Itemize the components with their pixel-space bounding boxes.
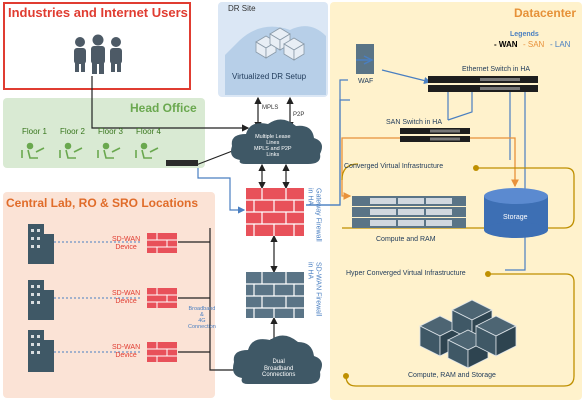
- p2p-label: P2P: [293, 112, 305, 118]
- ho-lan-line: [197, 168, 246, 214]
- legend-san: - SAN: [523, 40, 545, 49]
- lease-lines-cloud-icon: [231, 119, 322, 164]
- legend-wan: - WAN: [494, 40, 518, 49]
- lease-lines-label: Multiple Lease Lines MPLS and P2P Links: [254, 134, 292, 159]
- waf-label: WAF: [358, 78, 374, 85]
- industries-title: Industries and Internet Users: [8, 5, 188, 20]
- users-icon: [74, 34, 122, 74]
- head-office-switch-icon: [166, 160, 198, 166]
- floor-1-label: Floor 1: [22, 127, 47, 136]
- waf-icon: [356, 44, 374, 74]
- head-office-title: Head Office: [130, 101, 197, 115]
- ethernet-switch-icon: [428, 76, 538, 92]
- san-switch-label: SAN Switch in HA: [386, 119, 443, 126]
- hyper-loop: [345, 273, 575, 387]
- users-to-cloud-line: [91, 76, 250, 132]
- broadband-cloud-icon: [233, 335, 322, 384]
- building-icon-1: [28, 224, 54, 264]
- building-windows: [31, 229, 40, 354]
- legend-title: Legends: [510, 31, 539, 38]
- sw-lan-4: [447, 86, 473, 121]
- dr-setup-label: Virtualized DR Setup: [232, 72, 307, 81]
- sdwan-firewall-label: SD-WAN Firewall in HA: [306, 262, 322, 317]
- central-lab-title: Central Lab, RO & SRO Locations: [6, 196, 199, 210]
- sw-lan-3: [505, 86, 526, 271]
- floor-4-label: Floor 4: [136, 127, 161, 136]
- sdwan-firewall-icon: [246, 272, 304, 318]
- hyper-converged-icon: [419, 299, 517, 369]
- dr-site-title: DR Site: [228, 4, 256, 13]
- sdwan-device-icon-3: [147, 342, 177, 362]
- sdwan-device-label-3: SD-WAN Device: [112, 344, 141, 359]
- head-office-panel: [3, 98, 205, 168]
- sdwan-device-icon-2: [147, 288, 177, 308]
- building-icon-3: [28, 330, 54, 372]
- broadband-4g-label: Broadband & 4G Connection: [188, 306, 216, 331]
- converged-dot: [473, 165, 479, 171]
- compute-ram-icon: [352, 196, 466, 228]
- sdwan-device-icon-1: [147, 233, 177, 253]
- datacenter-title: Datacenter: [514, 6, 577, 20]
- gateway-firewall-label: Gateway Firewall in HA: [306, 188, 322, 242]
- floor-2-label: Floor 2: [60, 127, 85, 136]
- san-switch-icon: [400, 128, 470, 142]
- fw-waf-lan: [306, 79, 348, 206]
- compute-ram-label: Compute and RAM: [376, 236, 436, 243]
- san-storage-line: [470, 137, 519, 188]
- mpls-label: MPLS: [262, 105, 279, 111]
- hyper-dot: [485, 271, 491, 277]
- sdwan-device-label-2: SD-WAN Device: [112, 290, 141, 305]
- floor-3-label: Floor 3: [98, 127, 123, 136]
- hyper-dot-2: [343, 373, 349, 379]
- ethernet-switch-label: Ethernet Switch in HA: [462, 66, 531, 73]
- storage-icon: [484, 188, 548, 238]
- sdwan-broadband-line: [209, 228, 250, 374]
- dr-servers-icon: [225, 26, 326, 95]
- waf-switch-lan: [381, 69, 432, 85]
- converged-label: Converged Virtual Infrastructure: [344, 163, 444, 170]
- gateway-firewall-icon: [246, 188, 304, 236]
- converged-loop-a: [341, 163, 359, 181]
- sdwan-device-label-1: SD-WAN Device: [112, 236, 141, 251]
- legend-lan: - LAN: [550, 40, 571, 49]
- hyper-converged-label: Hyper Converged Virtual Infrastructure: [346, 270, 466, 277]
- storage-label: Storage: [503, 214, 528, 221]
- converged-loop: [342, 167, 575, 229]
- floor-workstation-icons: [21, 142, 159, 159]
- broadband-label: Dual Broadband Connections: [262, 359, 296, 379]
- san-compute-line: [341, 137, 400, 200]
- compute-ram-storage-label: Compute, RAM and Storage: [408, 372, 496, 379]
- building-icon-2: [28, 280, 54, 320]
